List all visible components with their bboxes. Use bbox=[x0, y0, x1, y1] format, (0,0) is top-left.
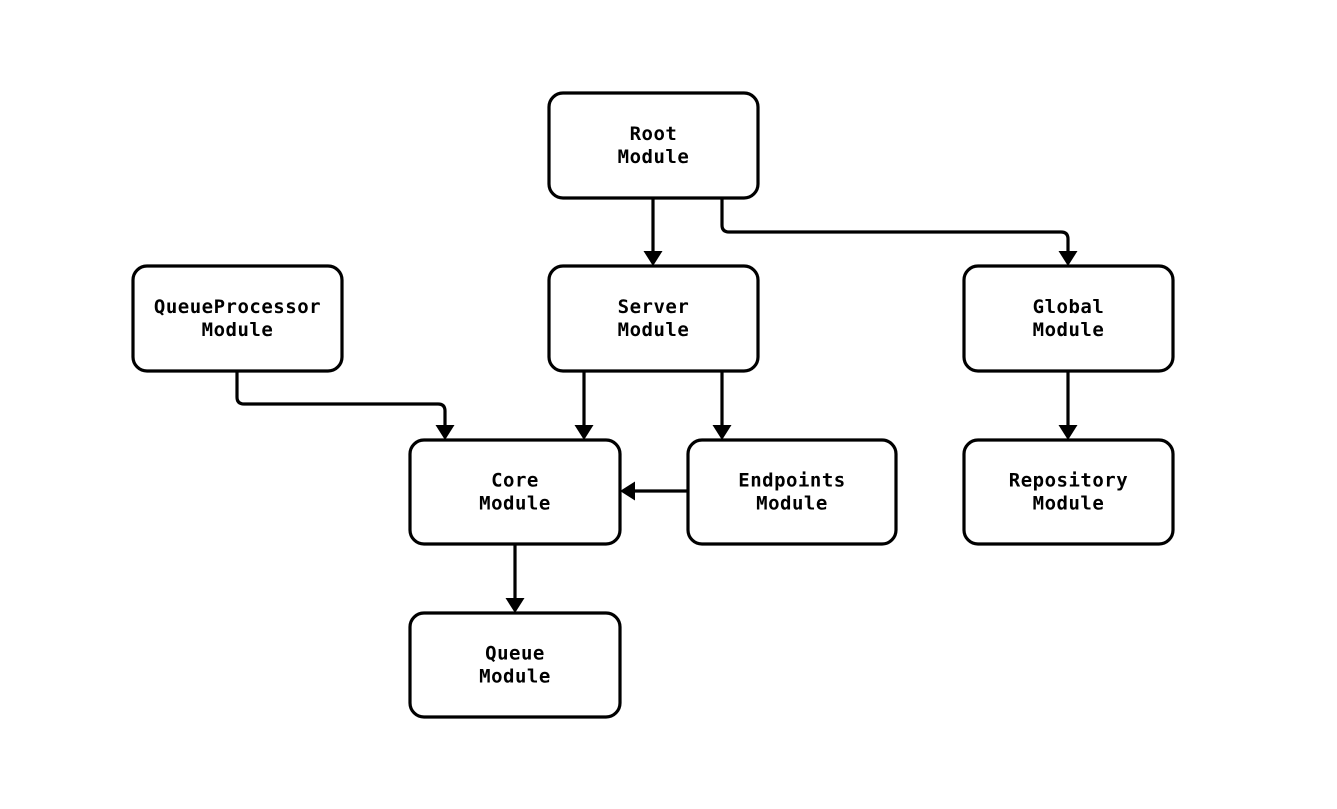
arrow-head-icon bbox=[505, 598, 525, 613]
arrow-head-icon bbox=[643, 251, 663, 266]
edge-server-to-core bbox=[574, 371, 594, 440]
node-box[interactable] bbox=[131, 264, 344, 373]
edge-line bbox=[720, 198, 1070, 252]
node-label-line1: Core bbox=[491, 470, 539, 492]
edge-endpoints-to-core bbox=[620, 481, 688, 501]
edges-layer bbox=[235, 198, 1078, 613]
node-label-line2: Module bbox=[618, 146, 690, 168]
arrow-head-icon bbox=[435, 425, 455, 440]
arrow-head-icon bbox=[574, 425, 594, 440]
node-label-line2: Module bbox=[479, 493, 551, 515]
node-label-line2: Module bbox=[618, 319, 690, 341]
node-box[interactable] bbox=[408, 611, 622, 719]
edge-core-to-queue bbox=[505, 544, 525, 613]
node-label-line2: Module bbox=[1033, 319, 1105, 341]
nodes-layer: RootModuleQueueProcessorModuleServerModu… bbox=[131, 91, 1175, 719]
node-label-line1: Server bbox=[618, 296, 690, 318]
node-label-line2: Module bbox=[202, 319, 274, 341]
edge-queueprocessor-to-core bbox=[235, 371, 455, 440]
node-box[interactable] bbox=[547, 264, 760, 373]
arrow-head-icon bbox=[1058, 251, 1078, 266]
edge-line bbox=[235, 371, 447, 426]
node-box[interactable] bbox=[962, 438, 1175, 546]
node-label-line2: Module bbox=[479, 666, 551, 688]
node-label-line1: QueueProcessor bbox=[154, 296, 321, 318]
edge-root-to-server bbox=[643, 198, 663, 266]
node-label-line1: Endpoints bbox=[738, 470, 845, 492]
arrow-head-icon bbox=[1058, 425, 1078, 440]
node-label-line2: Module bbox=[1033, 493, 1105, 515]
edge-server-to-endpoints bbox=[712, 371, 732, 440]
node-box[interactable] bbox=[547, 91, 760, 200]
arrow-head-icon bbox=[712, 425, 732, 440]
node-label-line1: Root bbox=[630, 123, 678, 145]
node-label-line1: Queue bbox=[485, 643, 545, 665]
edge-global-to-repository bbox=[1058, 371, 1078, 440]
node-box[interactable] bbox=[962, 264, 1175, 373]
node-label-line2: Module bbox=[756, 493, 828, 515]
node-label-line1: Repository bbox=[1009, 470, 1128, 492]
edge-root-to-global bbox=[720, 198, 1078, 266]
node-box[interactable] bbox=[686, 438, 898, 546]
arrow-head-icon bbox=[620, 481, 635, 501]
node-box[interactable] bbox=[408, 438, 622, 546]
node-label-line1: Global bbox=[1033, 296, 1105, 318]
